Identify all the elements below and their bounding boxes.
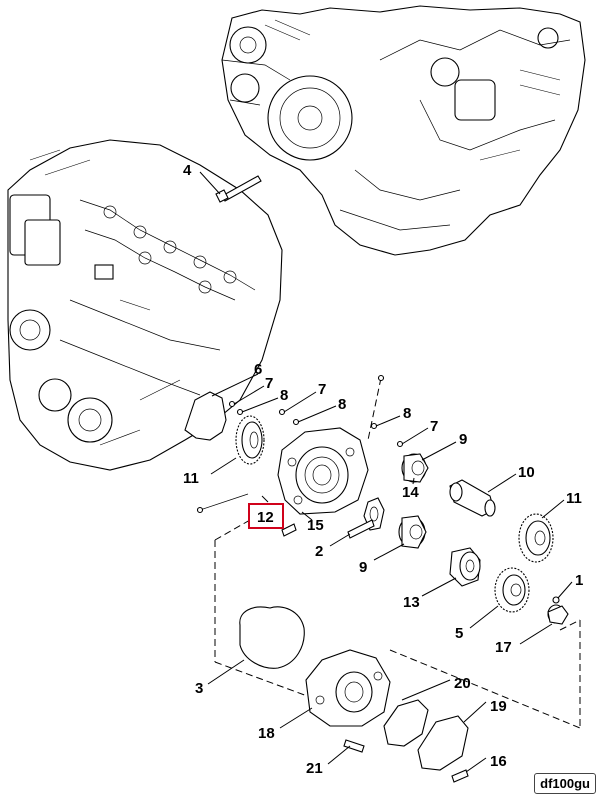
callout-12-highlighted: 12 bbox=[257, 509, 274, 526]
callout-15: 15 bbox=[307, 517, 324, 534]
leader-lines bbox=[199, 171, 573, 773]
shaft-item-10 bbox=[449, 479, 496, 517]
gasket-item-6 bbox=[184, 391, 227, 441]
callout-20: 20 bbox=[454, 675, 471, 692]
callout-11: 11 bbox=[183, 470, 199, 487]
upper-engine-block bbox=[221, 5, 586, 256]
callout-4: 4 bbox=[183, 162, 192, 179]
callout-1: 1 bbox=[575, 572, 583, 589]
callout-19: 19 bbox=[490, 698, 507, 715]
highlight-box bbox=[248, 503, 284, 529]
gear-item-11-left bbox=[235, 415, 265, 465]
bearing-item-9-upper bbox=[401, 453, 429, 483]
callout-6: 6 bbox=[254, 361, 262, 378]
callout-2: 2 bbox=[315, 543, 323, 560]
callout-9: 9 bbox=[359, 559, 367, 576]
callout-18: 18 bbox=[258, 725, 275, 742]
callout-8: 8 bbox=[403, 405, 411, 422]
bolt-item-21 bbox=[343, 739, 365, 753]
sleeve-item-17 bbox=[547, 604, 569, 625]
callout-14: 14 bbox=[402, 484, 419, 501]
callout-8: 8 bbox=[338, 396, 346, 413]
reference-code-label: df100gu bbox=[534, 773, 596, 794]
callout-5: 5 bbox=[455, 625, 463, 642]
assembly-outline bbox=[214, 519, 581, 729]
bolt-item-16 bbox=[451, 769, 469, 783]
timing-gear-housing bbox=[277, 427, 369, 515]
cover-housing-item-18 bbox=[305, 649, 391, 727]
hub-item-13 bbox=[449, 547, 481, 587]
cover-plate-item-19 bbox=[417, 715, 469, 771]
gasket-item-20 bbox=[383, 699, 429, 747]
callout-10: 10 bbox=[518, 464, 535, 481]
callout-21: 21 bbox=[306, 760, 323, 777]
main-engine-block bbox=[7, 139, 283, 471]
callout-17: 17 bbox=[495, 639, 512, 656]
callout-11: 11 bbox=[566, 490, 582, 507]
callout-labels: 4 6 7 8 7 8 8 7 9 10 11 14 11 12 15 2 9 … bbox=[183, 162, 583, 777]
bolt-item-2 bbox=[347, 519, 375, 539]
washer-item-1 bbox=[552, 596, 560, 604]
callout-7: 7 bbox=[430, 418, 438, 435]
callout-8: 8 bbox=[280, 387, 288, 404]
callout-16: 16 bbox=[490, 753, 507, 770]
callout-3: 3 bbox=[195, 680, 203, 697]
small-fasteners bbox=[196, 374, 404, 537]
callout-7: 7 bbox=[318, 381, 326, 398]
callout-9: 9 bbox=[459, 431, 467, 448]
callout-13: 13 bbox=[403, 594, 420, 611]
callout-7: 7 bbox=[265, 375, 273, 392]
gear-item-5 bbox=[494, 567, 530, 613]
bearing-item-9-lower bbox=[398, 515, 427, 549]
gear-item-11-right bbox=[518, 513, 554, 563]
oring-item-3 bbox=[239, 606, 305, 669]
